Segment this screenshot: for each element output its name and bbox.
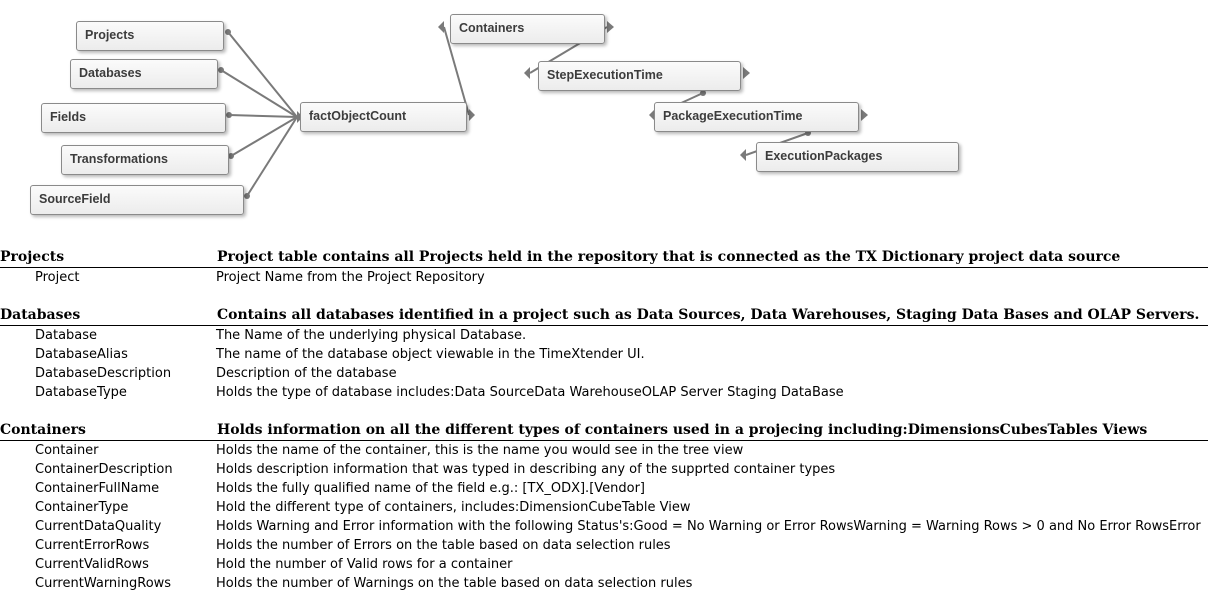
section-description: Project table contains all Projects held… xyxy=(217,249,1121,265)
field-row: CurrentErrorRows Holds the number of Erro… xyxy=(0,536,1208,555)
field-row: Container Holds the name of the container… xyxy=(0,441,1208,460)
field-row: CurrentDataQuality Holds Warning and Erro… xyxy=(0,517,1208,536)
field-name: CurrentWarningRows xyxy=(35,576,172,591)
field-description: The Name of the underlying physical Data… xyxy=(216,328,527,343)
field-name: CurrentValidRows xyxy=(35,557,149,572)
data-dictionary: Projects Project table contains all Proj… xyxy=(0,248,1208,593)
connector-arrow xyxy=(740,149,746,161)
connector-arrow xyxy=(607,21,614,33)
field-description: Holds the fully qualified name of the fi… xyxy=(216,481,646,496)
connector-line xyxy=(230,116,298,157)
connector-line xyxy=(228,114,298,118)
field-description: Description of the database xyxy=(216,366,397,381)
connector-arrow xyxy=(649,109,655,121)
connector-arrow xyxy=(438,21,444,33)
section-title: Containers xyxy=(0,422,86,438)
node-databases[interactable]: Databases xyxy=(70,59,218,89)
node-fields[interactable]: Fields xyxy=(41,103,226,133)
table-relationship-diagram: Projects Databases Fields Transformation… xyxy=(0,0,1208,240)
node-projects[interactable]: Projects xyxy=(76,21,224,51)
section-title: Projects xyxy=(0,249,65,265)
field-description: Holds description information that was t… xyxy=(216,462,836,477)
field-name: DatabaseAlias xyxy=(35,347,128,362)
field-name: Project xyxy=(35,270,80,285)
field-row: Database The Name of the underlying physi… xyxy=(0,326,1208,345)
field-row: ContainerType Hold the different type of … xyxy=(0,498,1208,517)
connector-arrow xyxy=(743,67,750,79)
connector-dot xyxy=(218,67,224,73)
section-projects: Projects Project table contains all Proj… xyxy=(0,248,1208,306)
section-header: Databases Contains all databases identif… xyxy=(0,306,1208,326)
node-stepexecutiontime[interactable]: StepExecutionTime xyxy=(538,61,741,91)
connector-dot xyxy=(244,193,250,199)
section-header: Containers Holds information on all the … xyxy=(0,421,1208,441)
field-description: Holds the name of the container, this is… xyxy=(216,443,744,458)
connector-arrow xyxy=(861,109,868,121)
field-description: The name of the database object viewable… xyxy=(216,347,645,362)
field-name: DatabaseDescription xyxy=(35,366,172,381)
field-row: DatabaseAlias The name of the database ob… xyxy=(0,345,1208,364)
connector-dot xyxy=(225,29,231,35)
node-packageexecutiontime[interactable]: PackageExecutionTime xyxy=(654,102,859,132)
field-row: ContainerFullName Holds the fully qualifi… xyxy=(0,479,1208,498)
section-title: Databases xyxy=(0,307,81,323)
connector-dot xyxy=(700,90,706,96)
connector-arrow xyxy=(469,109,475,121)
field-description: Holds the number of Warnings on the tabl… xyxy=(216,576,693,591)
field-description: Project Name from the Project Repository xyxy=(216,270,485,285)
field-description: Holds the type of database includes:Data… xyxy=(216,385,844,400)
connector-line xyxy=(227,31,298,118)
field-name: ContainerFullName xyxy=(35,481,160,496)
node-containers[interactable]: Containers xyxy=(450,14,605,44)
section-databases: Databases Contains all databases identif… xyxy=(0,306,1208,421)
field-row: DatabaseDescription Description of the da… xyxy=(0,364,1208,383)
field-name: Database xyxy=(35,328,98,343)
connector-dot xyxy=(228,153,234,159)
field-name: DatabaseType xyxy=(35,385,127,400)
field-name: ContainerDescription xyxy=(35,462,173,477)
node-factobjectcount[interactable]: factObjectCount xyxy=(300,102,467,132)
field-name: Container xyxy=(35,443,99,458)
connector-arrow xyxy=(524,67,530,79)
field-row: ContainerDescription Holds description in… xyxy=(0,460,1208,479)
section-containers: Containers Holds information on all the … xyxy=(0,421,1208,593)
field-row: CurrentWarningRows Holds the number of Wa… xyxy=(0,574,1208,593)
field-description: Holds Warning and Error information with… xyxy=(216,519,1201,534)
node-executionpackages[interactable]: ExecutionPackages xyxy=(756,142,959,172)
connector-line xyxy=(443,26,470,116)
field-description: Holds the number of Errors on the table … xyxy=(216,538,671,553)
field-name: CurrentDataQuality xyxy=(35,519,162,534)
node-transformations[interactable]: Transformations xyxy=(61,145,229,175)
connector-line xyxy=(220,69,298,118)
field-description: Hold the number of Valid rows for a cont… xyxy=(216,557,513,572)
field-row: DatabaseType Holds the type of database i… xyxy=(0,383,1208,402)
connector-layer xyxy=(218,21,868,199)
section-description: Contains all databases identified in a p… xyxy=(217,307,1200,323)
field-name: ContainerType xyxy=(35,500,129,515)
field-name: CurrentErrorRows xyxy=(35,538,150,553)
field-row: Project Project Name from the Project Rep… xyxy=(0,268,1208,287)
section-description: Holds information on all the different t… xyxy=(217,422,1148,438)
connector-line xyxy=(246,116,298,197)
connector-dot xyxy=(226,112,232,118)
node-sourcefield[interactable]: SourceField xyxy=(30,185,244,215)
field-row: CurrentValidRows Hold the number of Valid… xyxy=(0,555,1208,574)
section-header: Projects Project table contains all Proj… xyxy=(0,248,1208,268)
field-description: Hold the different type of containers, i… xyxy=(216,500,691,515)
